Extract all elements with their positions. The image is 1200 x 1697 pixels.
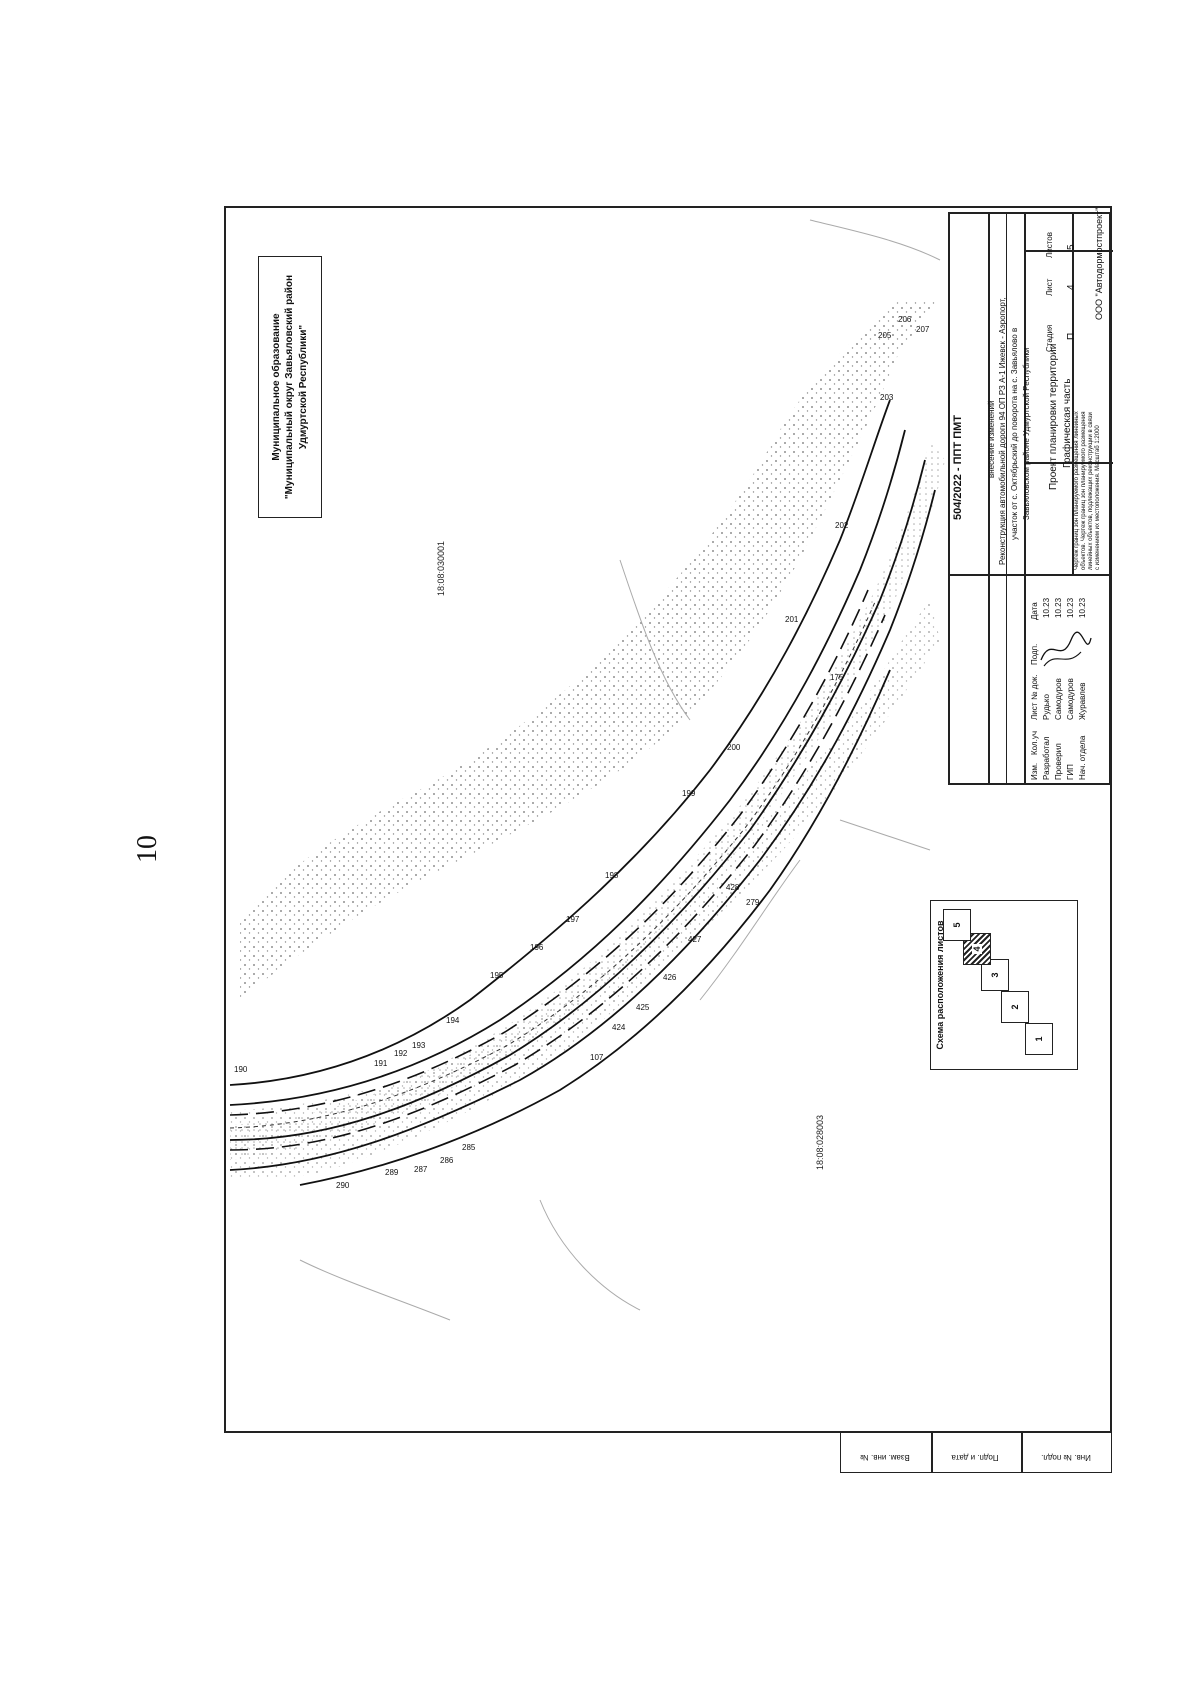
sheet-1: 1: [1025, 1023, 1053, 1055]
signer-role-3: Нач. отдела: [1078, 735, 1087, 780]
sheet-layout-scheme: Схема расположения листов 1 2 3 4 5: [930, 900, 1078, 1070]
stamp-header-sheet: Лист: [1045, 278, 1054, 296]
signer-name-3: Журавлев: [1078, 682, 1087, 720]
stamp-header-izm: Изм.: [1030, 762, 1039, 780]
point-label-427: 427: [688, 935, 702, 944]
point-label-190: 190: [234, 1065, 248, 1074]
side-strip-inv-podl: Инв. № подл.: [1041, 1453, 1091, 1462]
contour-2: [699, 859, 801, 1001]
point-label-199: 199: [682, 789, 696, 798]
point-label-279: 279: [746, 898, 760, 907]
contour-4: [299, 1259, 451, 1321]
stamp-header-kol-uch: Кол.уч: [1030, 731, 1039, 755]
forest-area: [240, 300, 940, 1000]
signature-marks: [1040, 631, 1092, 667]
stamp-header-sheets: Листов: [1045, 232, 1054, 258]
road-edge-north: [229, 429, 906, 1106]
planned-zone-north: [229, 589, 869, 1116]
contour-3: [539, 1199, 641, 1311]
municipality-line-3: Удмуртской Республики": [297, 324, 309, 450]
stamp-project-title-2: участок от с. Октябрьский до поворота на…: [1010, 327, 1019, 540]
stamp-code: 504/2022 - ППТ ПМТ: [952, 414, 964, 520]
point-label-191: 191: [374, 1059, 388, 1068]
sheet-5: 5: [943, 909, 971, 941]
signer-role-2: ГИП: [1066, 764, 1075, 780]
point-label-428: 428: [726, 883, 740, 892]
road-boundary-far-south: [299, 669, 891, 1186]
road-boundary-south: [229, 489, 936, 1171]
point-label-201: 201: [785, 615, 799, 624]
signer-name-1: Самодуров: [1054, 678, 1063, 720]
point-label-194: 194: [446, 1016, 460, 1025]
point-label-192: 192: [394, 1049, 408, 1058]
municipality-line-2: "Муниципальный округ Завьяловский район: [284, 274, 296, 500]
contour-5: [839, 819, 931, 851]
municipality-line-1: Муниципальное образование: [270, 313, 282, 461]
point-label-107: 107: [590, 1053, 604, 1062]
stamp-doc-title-2: Графическая часть: [1062, 378, 1073, 468]
point-label-426: 426: [663, 973, 677, 982]
side-strip-vzam: Взам. инв. №: [860, 1453, 910, 1462]
stamp-doc-title-1: Проект планировки территории: [1048, 343, 1059, 490]
point-label-289: 289: [385, 1168, 399, 1177]
signer-name-0: Рудько: [1042, 694, 1051, 720]
point-label-197: 197: [566, 915, 580, 924]
road-corridor: [230, 440, 945, 1160]
stamp-change-note: внесение изменений: [987, 400, 996, 478]
signer-date-2: 10.23: [1066, 597, 1075, 618]
point-label-205: 205: [878, 331, 892, 340]
title-block-stamp: [948, 212, 1113, 785]
stamp-header-list: Лист: [1030, 702, 1039, 720]
road-centerline: [229, 601, 876, 1129]
stamp-project-title-1: Реконструкция автомобильной дороги 94 ОП…: [998, 297, 1007, 565]
signer-role-1: Проверил: [1054, 743, 1063, 780]
point-label-196: 196: [530, 943, 544, 952]
drawing-frame: [224, 206, 1112, 1433]
point-label-425: 425: [636, 1003, 650, 1012]
signer-date-0: 10.23: [1042, 597, 1051, 618]
road-edge-south: [229, 459, 926, 1141]
point-label-285: 285: [462, 1143, 476, 1152]
road-boundary-north: [229, 399, 891, 1086]
point-label-200: 200: [727, 743, 741, 752]
stamp-drawing-note-1: Чертеж границ зон планируемого размещени…: [1074, 411, 1080, 570]
planned-zone-south: [229, 614, 886, 1151]
stamp-drawing-note-4: с изменением их местоположения. Масштаб …: [1095, 425, 1101, 570]
stamp-sheets-value: 5: [1066, 244, 1077, 250]
stamp-stage-value: П: [1066, 332, 1077, 340]
cadastral-quarter-north: 18:08:030001: [436, 540, 446, 596]
point-label-175: 175: [830, 673, 844, 682]
point-label-202: 202: [835, 521, 849, 530]
point-label-287: 287: [414, 1165, 428, 1174]
side-strip-podp-data: Подп. и дата: [951, 1453, 999, 1462]
municipality-box: Муниципальное образование "Муниципальный…: [258, 256, 322, 518]
stamp-drawing-note-2: объектов. Чертеж границ зон планируемого…: [1081, 411, 1087, 570]
point-label-207: 207: [916, 325, 930, 334]
point-label-286: 286: [440, 1156, 454, 1165]
stamp-sheet-value: 4: [1066, 284, 1077, 290]
point-label-206: 206: [898, 315, 912, 324]
signer-date-1: 10.23: [1054, 597, 1063, 618]
sheet-2: 2: [1001, 991, 1029, 1023]
point-label-290: 290: [336, 1181, 350, 1190]
signer-name-2: Самодуров: [1066, 678, 1075, 720]
stamp-project-title-3: Завьяловском районе Удмуртской Республик…: [1022, 347, 1031, 520]
stamp-header-n-dok: № док.: [1030, 674, 1039, 700]
point-label-198: 198: [605, 871, 619, 880]
stamp-organization: ООО "Автодормостпроект": [1094, 207, 1104, 320]
point-label-424: 424: [612, 1023, 626, 1032]
stamp-header-stage: Стадия: [1045, 324, 1054, 352]
cadastral-quarter-south: 18:08:028003: [815, 1114, 825, 1170]
point-label-195: 195: [490, 971, 504, 980]
contour-1: [619, 559, 691, 721]
signer-role-0: Разработал: [1042, 736, 1051, 780]
stamp-header-data: Дата: [1030, 602, 1039, 620]
stamp-drawing-note-3: линейных объектов, подлежащих реконструк…: [1088, 412, 1094, 570]
side-strip: [840, 1433, 1112, 1473]
point-label-193: 193: [412, 1041, 426, 1050]
point-label-203: 203: [880, 393, 894, 402]
contour-6: [809, 219, 941, 261]
signer-date-3: 10.23: [1078, 597, 1087, 618]
